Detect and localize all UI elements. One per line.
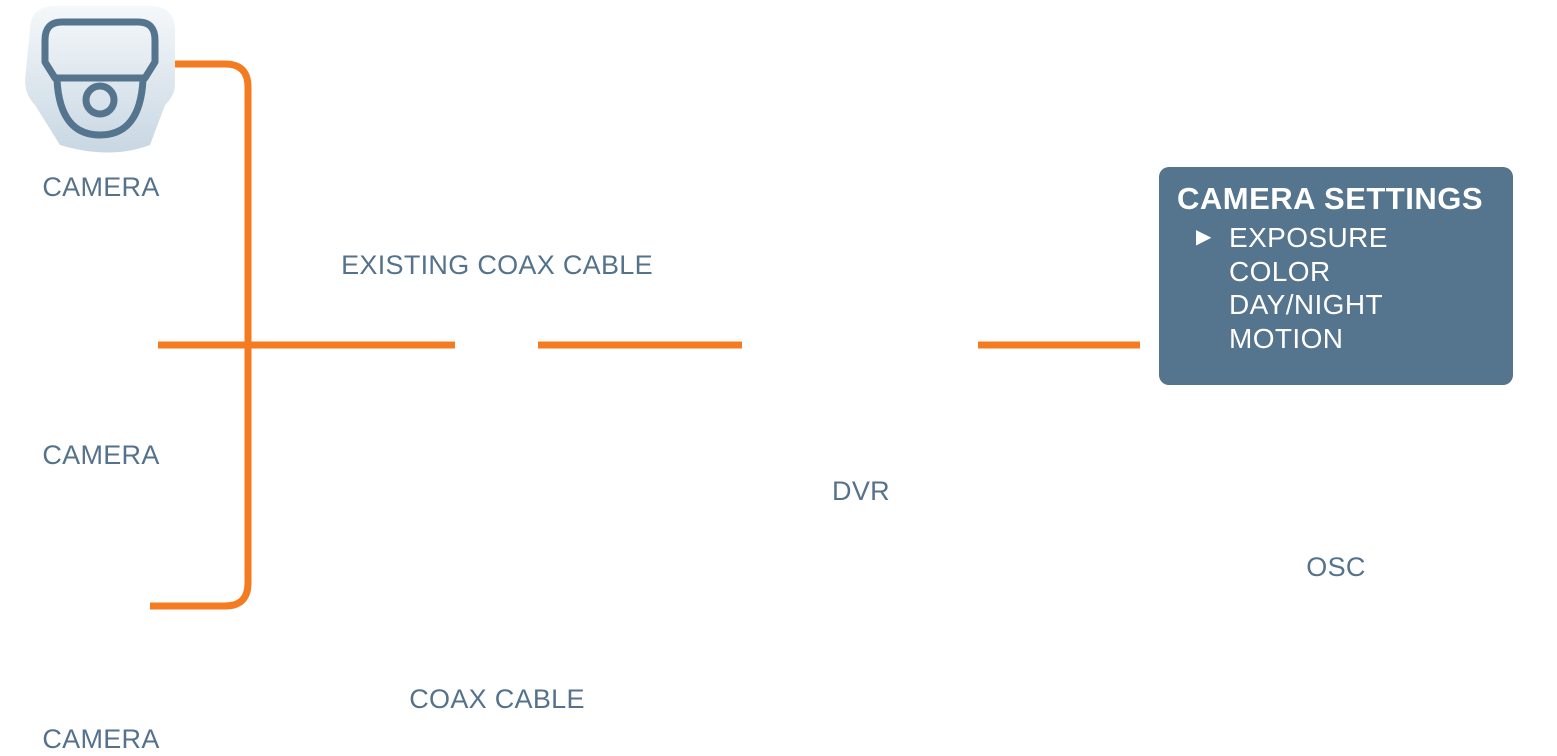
cable-dome-to-bus <box>158 60 252 345</box>
osc-screen: CAMERA SETTINGS ▶ EXPOSURE COLOR DAY/NIG… <box>1159 167 1513 385</box>
cable-network <box>150 60 1140 610</box>
osc-menu-item-color[interactable]: COLOR <box>1229 255 1513 289</box>
osc-menu-item-label: MOTION <box>1229 322 1344 354</box>
camera-dome-label: CAMERA <box>42 172 160 202</box>
osc-menu-item-day-night[interactable]: DAY/NIGHT <box>1229 288 1513 322</box>
osc-menu-item-label: EXPOSURE <box>1229 222 1388 253</box>
osc-menu-title: CAMERA SETTINGS <box>1177 181 1484 216</box>
coax-cable-label: COAX CABLE <box>409 684 585 714</box>
camera-ptz-label: CAMERA <box>42 724 160 754</box>
osc-menu-item-motion[interactable]: MOTION <box>1229 322 1513 356</box>
dome-camera-icon[interactable] <box>25 6 175 153</box>
osc-menu-item-exposure[interactable]: ▶ EXPOSURE <box>1196 221 1513 255</box>
osc-menu-item-label: DAY/NIGHT <box>1229 289 1383 320</box>
osc-menu-list: ▶ EXPOSURE COLOR DAY/NIGHT MOTION <box>1177 221 1513 355</box>
camera-bullet-label: CAMERA <box>42 440 160 470</box>
selected-arrow-icon: ▶ <box>1196 226 1212 248</box>
osc-menu-item-label: COLOR <box>1229 255 1331 287</box>
existing-coax-label: EXISTING COAX CABLE <box>341 250 653 280</box>
cable-ptz-to-bus <box>150 345 252 610</box>
osc-label: OSC <box>1306 552 1366 582</box>
dvr-label: DVR <box>832 476 890 506</box>
